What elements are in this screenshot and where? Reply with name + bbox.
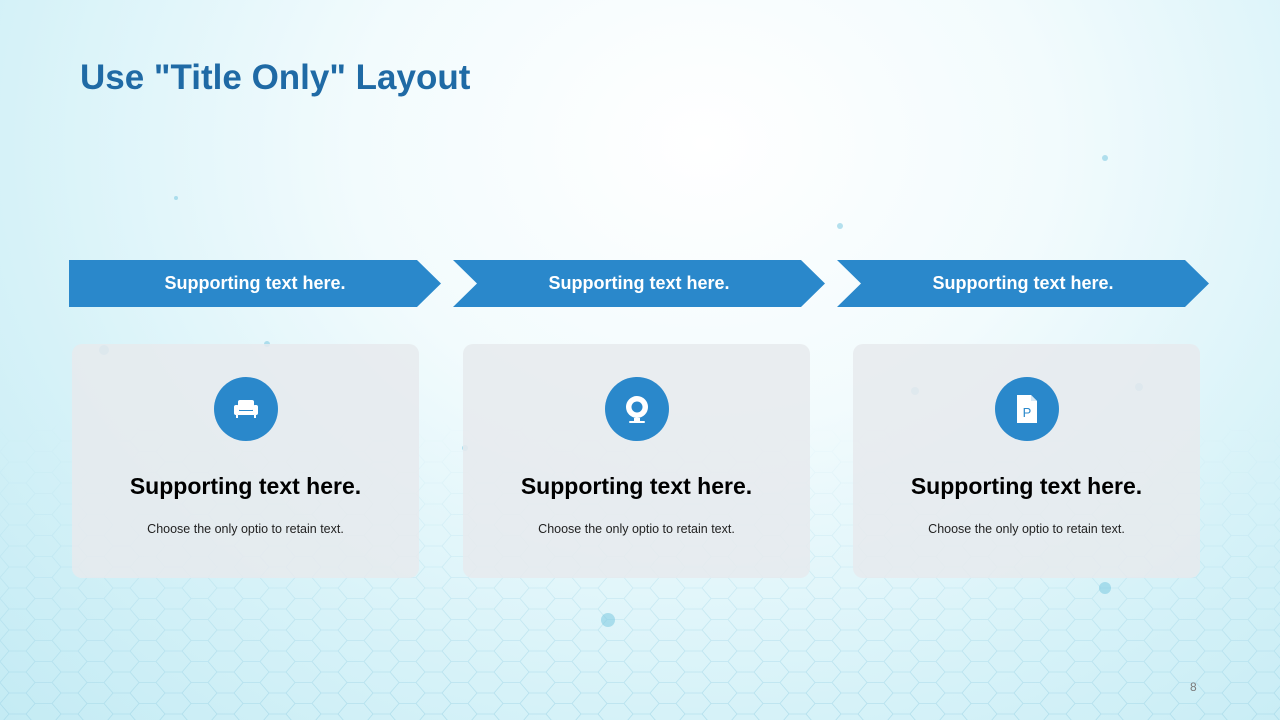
card-text: Choose the only optio to retain text. xyxy=(538,522,735,536)
slide-title: Use "Title Only" Layout xyxy=(80,58,471,97)
chevron-shape xyxy=(453,260,825,307)
armchair-icon xyxy=(233,400,258,418)
chevron-shape xyxy=(837,260,1209,307)
card-heading: Supporting text here. xyxy=(520,473,753,499)
feature-card-3: P Supporting text here. Choose the only … xyxy=(853,344,1200,578)
card-heading: Supporting text here. xyxy=(910,473,1143,499)
card-text: Choose the only optio to retain text. xyxy=(147,522,344,536)
step-label: Supporting text here. xyxy=(164,273,346,293)
icon-circle: P xyxy=(994,377,1059,441)
step-arrow-2: Supporting text here. xyxy=(453,260,825,307)
document-icon: P xyxy=(1016,395,1037,423)
document-letter: P xyxy=(1022,405,1031,420)
step-arrow-3: Supporting text here. xyxy=(837,260,1209,307)
icon-circle xyxy=(604,377,669,441)
icon-circle xyxy=(213,377,278,441)
feature-card-1: Supporting text here. Choose the only op… xyxy=(72,344,419,578)
step-arrow-1: Supporting text here. xyxy=(69,260,441,307)
feature-card-2: Supporting text here. Choose the only op… xyxy=(463,344,810,578)
step-label: Supporting text here. xyxy=(548,273,730,293)
step-label: Supporting text here. xyxy=(932,273,1114,293)
webcam-icon xyxy=(625,396,648,423)
arrow-shape xyxy=(69,260,441,307)
card-text: Choose the only optio to retain text. xyxy=(928,522,1125,536)
card-heading: Supporting text here. xyxy=(129,473,362,499)
page-number: 8 xyxy=(1190,680,1197,694)
